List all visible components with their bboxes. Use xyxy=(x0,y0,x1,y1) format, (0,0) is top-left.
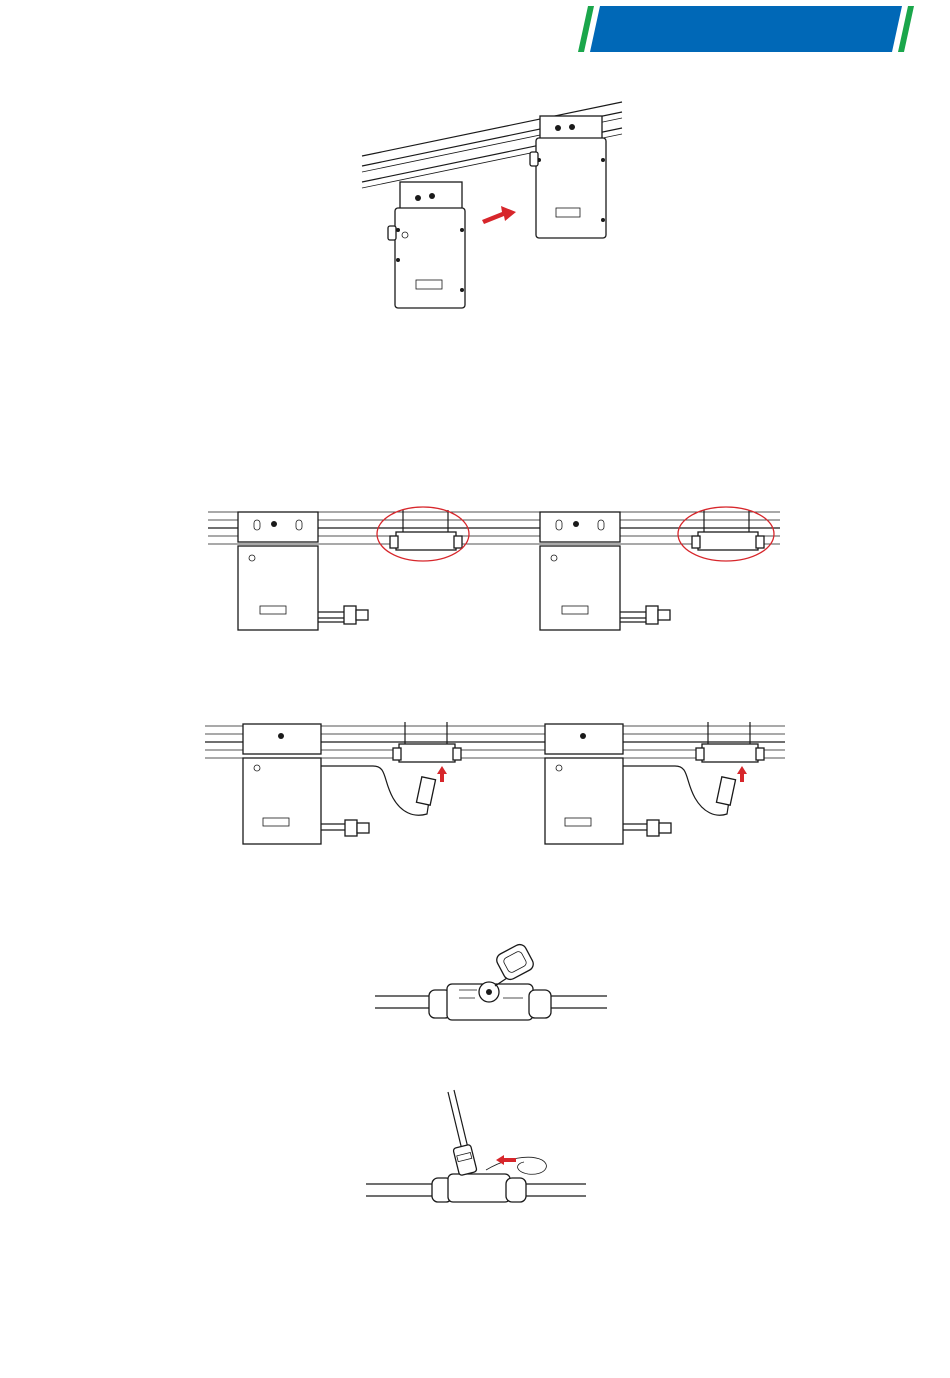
banner-body xyxy=(590,6,902,52)
trunk-connector-icon xyxy=(692,510,764,550)
cable-plug-icon xyxy=(448,1090,477,1176)
microinverter-icon xyxy=(540,512,670,630)
arrow-right-icon xyxy=(482,206,516,224)
arrow-up-icon xyxy=(437,766,447,782)
connector-icon xyxy=(432,1174,526,1202)
protective-cap-icon xyxy=(494,942,535,986)
arrow-up-icon xyxy=(737,766,747,782)
connector-icon xyxy=(429,982,551,1020)
figure-connector-cap xyxy=(375,940,607,1030)
trunk-connector-icon xyxy=(390,510,462,550)
microinverter-icon xyxy=(388,182,465,308)
microinverter-icon xyxy=(530,116,606,238)
figure-place-connectors xyxy=(208,500,780,635)
header-banner xyxy=(578,6,914,52)
figure-connect-ac-cable xyxy=(205,718,785,848)
figure-insert-cable xyxy=(366,1088,586,1208)
microinverter-icon xyxy=(238,512,368,630)
figure-mount-inverter xyxy=(360,100,630,315)
ac-cable-icon xyxy=(623,766,731,815)
ac-cable-icon xyxy=(321,766,431,815)
